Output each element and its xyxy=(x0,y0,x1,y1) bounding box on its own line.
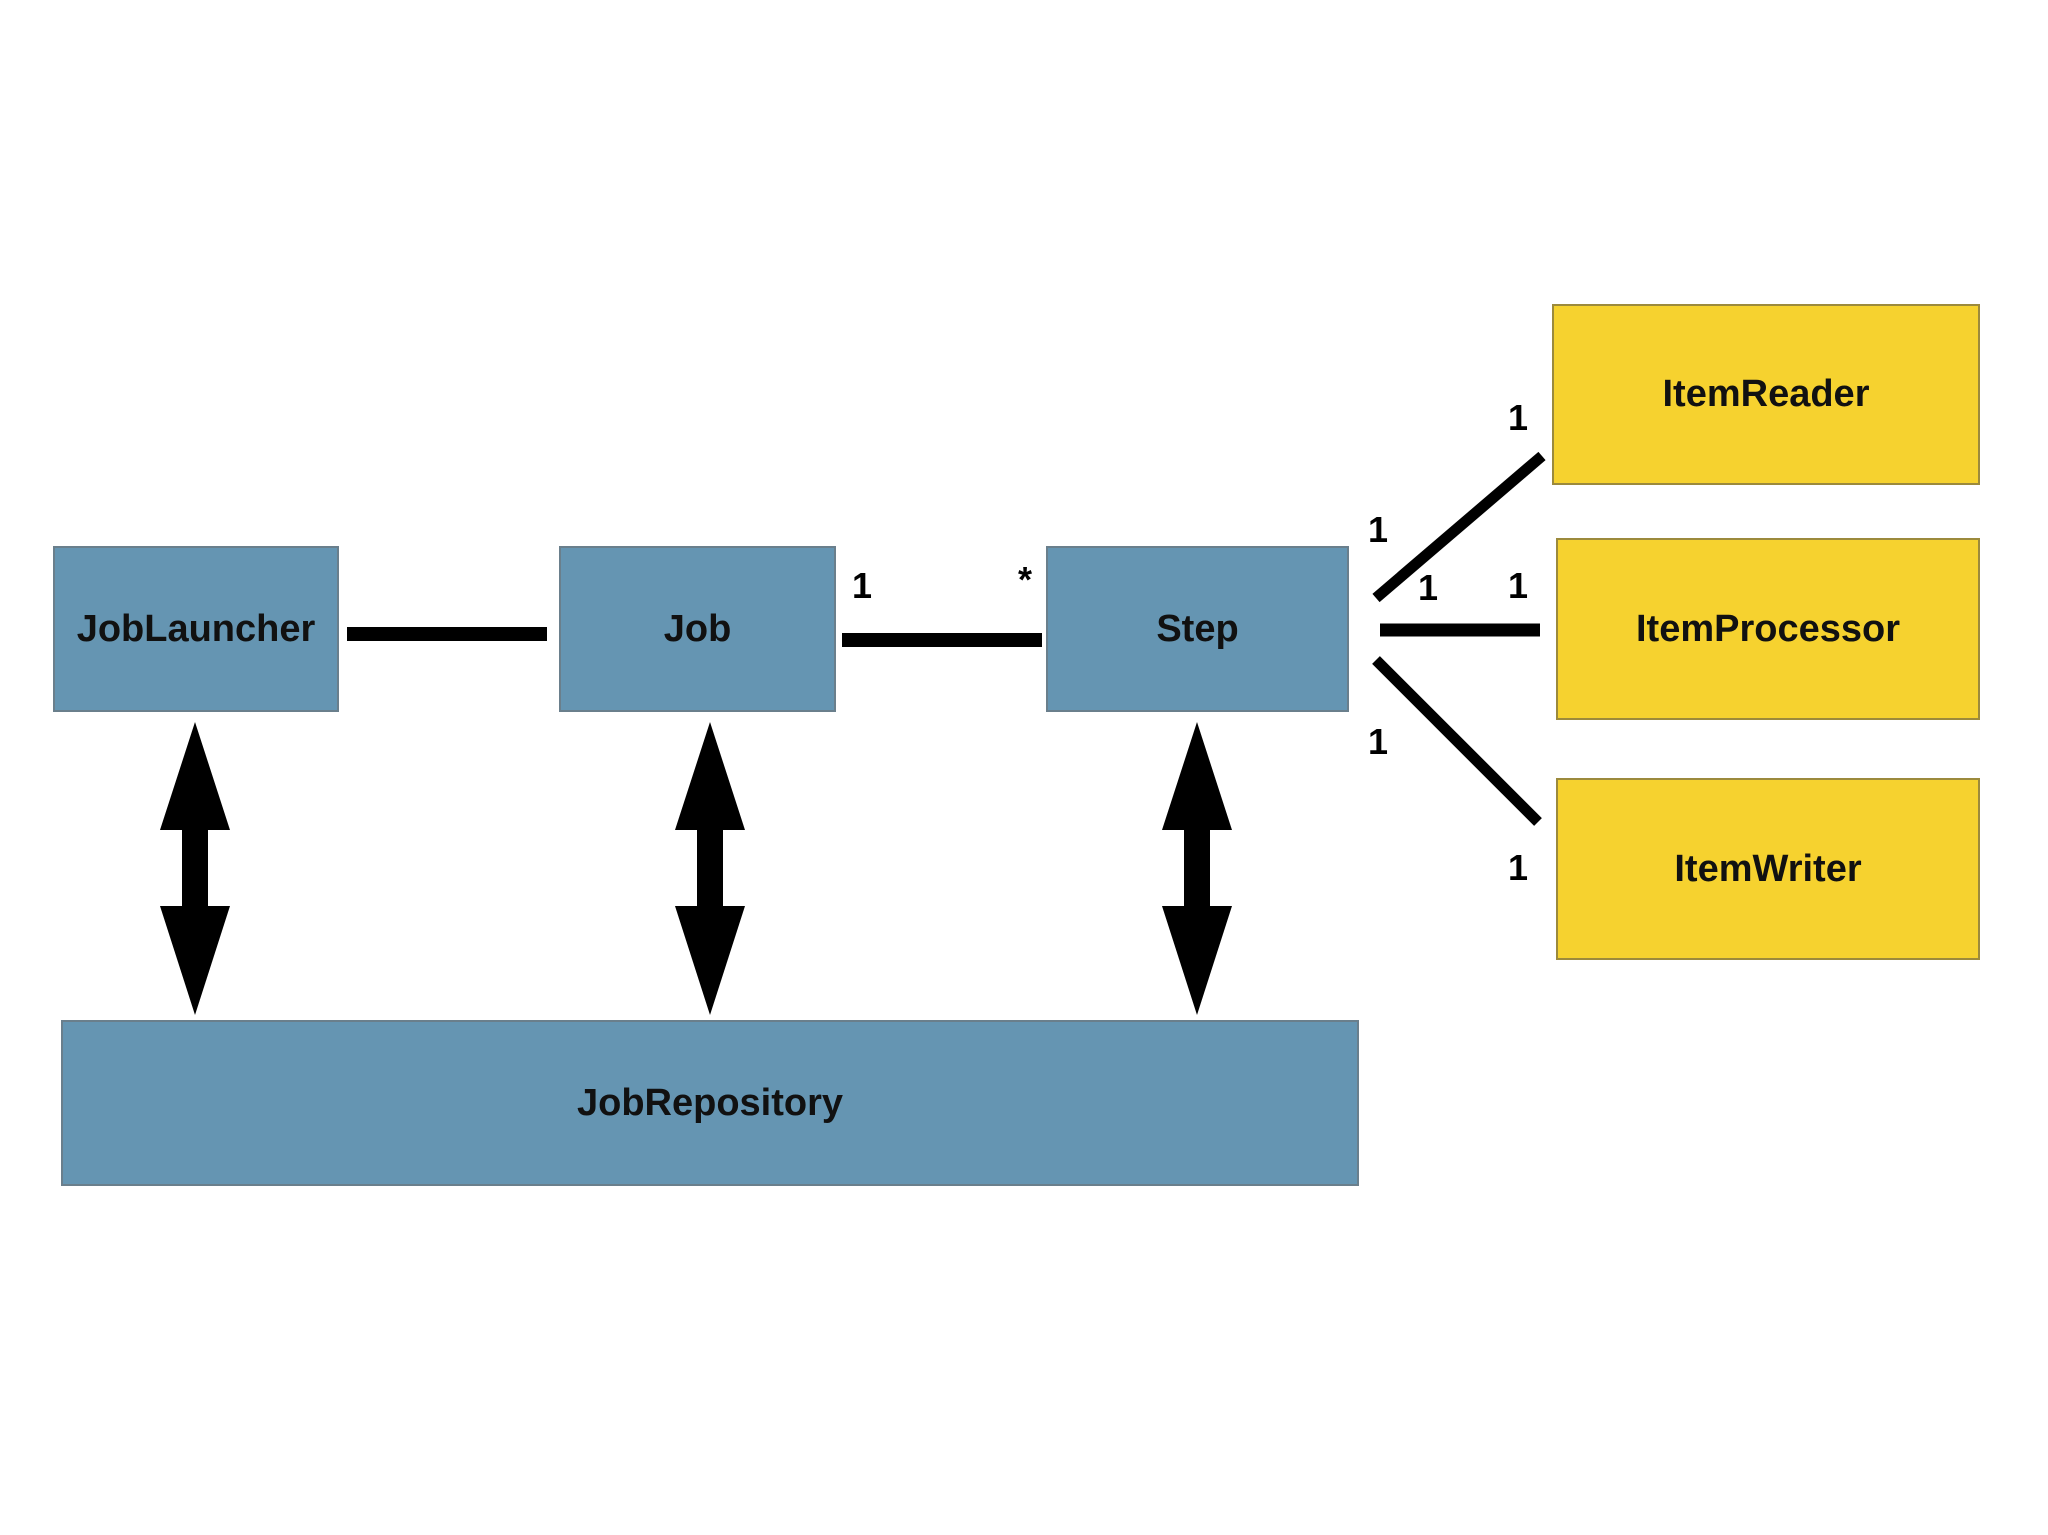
job-launcher-box: JobLauncher xyxy=(53,546,339,712)
step-box: Step xyxy=(1046,546,1349,712)
step-reader-multiplicity-label: 1 xyxy=(1368,509,1389,550)
step-writer-connector xyxy=(1372,656,1542,826)
item-reader-label: ItemReader xyxy=(1662,373,1870,415)
job-repository-arrow xyxy=(675,722,745,1015)
step-label: Step xyxy=(1156,607,1239,650)
item-writer-box: ItemWriter xyxy=(1556,778,1980,960)
step-writer-multiplicity-label: 1 xyxy=(1368,721,1389,762)
item-writer-label: ItemWriter xyxy=(1674,847,1862,890)
item-reader-box: ItemReader xyxy=(1552,304,1980,485)
job-multiplicity-label: 1 xyxy=(852,565,873,606)
step-repository-arrow xyxy=(1162,722,1232,1015)
writer-multiplicity-label: 1 xyxy=(1508,847,1529,888)
processor-multiplicity-label: 1 xyxy=(1508,565,1529,606)
reader-multiplicity-label: 1 xyxy=(1508,397,1529,438)
step-multiplicity-label: * xyxy=(1018,559,1033,600)
item-processor-label: ItemProcessor xyxy=(1635,607,1900,650)
item-processor-box: ItemProcessor xyxy=(1556,538,1980,720)
job-repository-label: JobRepository xyxy=(576,1081,844,1124)
job-label: Job xyxy=(663,607,732,650)
job-box: Job xyxy=(559,546,836,712)
step-processor-multiplicity-label: 1 xyxy=(1418,567,1439,608)
job-repository-box: JobRepository xyxy=(61,1020,1359,1186)
job-launcher-label: JobLauncher xyxy=(76,607,316,650)
launcher-repository-arrow xyxy=(160,722,230,1015)
step-reader-connector xyxy=(1372,451,1546,603)
